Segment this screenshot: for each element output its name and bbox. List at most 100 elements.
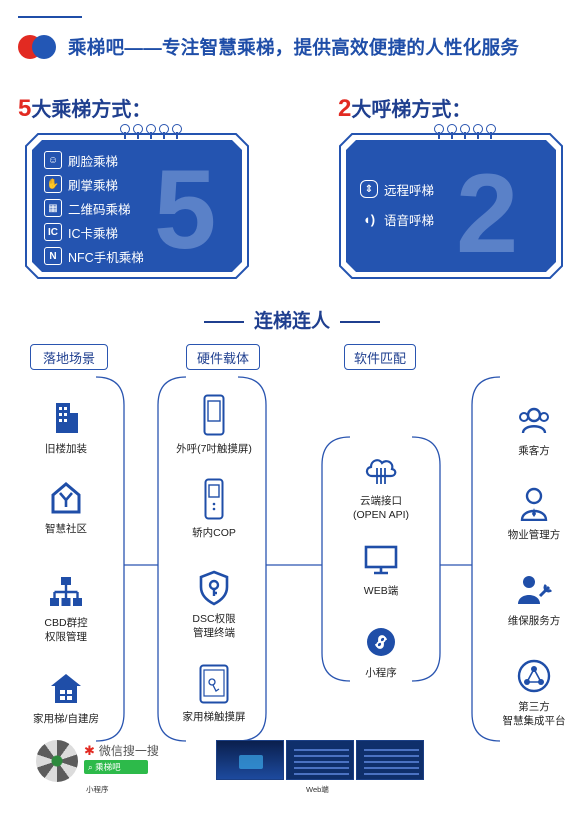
column-scenes-label: 落地场景 [30,344,108,370]
nfc-icon: N [44,247,62,265]
community-icon [49,478,83,518]
mini-program-icon [366,622,396,662]
user-label: 物业管理方 [507,529,561,541]
user-passenger: 乘客方 [478,400,584,458]
web-screenshot-2 [286,740,354,780]
ride-item-face: ☺ 刷脸乘梯 [44,148,144,172]
touch-panel-icon [203,392,225,438]
scene-home-elevator: 家用梯/自建房 [10,668,122,726]
building-icon [50,398,82,438]
qr-code-icon: ▦ [44,199,62,217]
tablet-touch-icon [199,662,229,706]
wechat-search-title: ✱微信搜一搜 [84,742,159,759]
hardware-label: 轿内COP [192,527,236,539]
ride-item-label: IC卡乘梯 [68,226,119,241]
hardware-label: 家用梯触摸屏 [182,711,246,723]
sw-mini-program: 小程序 [325,622,437,680]
ride-big-number: 5 [154,147,217,272]
scene-cbd: CBD群控 权限管理 [10,572,122,644]
car-panel-icon [204,476,224,522]
mini-program-caption: 小程序 [86,785,109,794]
headline: 乘梯吧——专注智慧乘梯，提供高效便捷的人性化服务 [68,37,520,58]
connect-title-text: 连梯连人 [253,311,330,332]
call-methods-list: ⇕ 远程呼梯 ◖) 语音呼梯 [360,174,434,234]
software-label: WEB端 [363,585,399,597]
mini-program-qr-code[interactable] [36,740,78,782]
search-icon: ⌕ [88,761,96,772]
user-label: 乘客方 [518,445,550,457]
hardware-label: 外呼(7吋触摸屏) [176,443,252,455]
monitor-icon [364,540,398,580]
face-scan-icon: ☺ [44,151,62,169]
ride-item-qr: ▦ 二维码乘梯 [44,196,144,220]
ride-item-label: 二维码乘梯 [68,202,131,217]
scene-label: 旧楼加装 [45,443,87,455]
manager-icon [519,484,549,524]
top-rule [18,16,82,18]
scene-label: CBD群控 权限管理 [44,617,88,643]
connect-title: 连梯连人 [0,306,584,333]
brand-logo-icon [18,34,58,60]
user-label: 维保服务方 [507,615,561,627]
house-icon [49,668,83,708]
ride-item-label: 刷掌乘梯 [68,178,119,193]
ic-card-icon: IC [44,223,62,241]
call-methods-board: 2 ⇕ 远程呼梯 ◖) 语音呼梯 [338,124,564,280]
user-property: 物业管理方 [478,484,584,542]
maintenance-worker-icon [516,570,552,610]
ride-item-ic: IC IC卡乘梯 [44,220,144,244]
column-hardware-label: 硬件载体 [186,344,260,370]
wechat-search-label: 微信搜一搜 [98,744,159,758]
header: 乘梯吧——专注智慧乘梯，提供高效便捷的人性化服务 [18,32,578,62]
hw-dsc-terminal: DSC权限 管理终端 [158,568,270,640]
connection-lines [95,376,501,742]
sw-web: WEB端 [325,540,437,598]
ride-item-label: 刷脸乘梯 [68,154,119,169]
software-label: 云端接口 (OPEN API) [352,495,409,521]
user-third-party: 第三方 智慧集成平台 [478,656,584,728]
shield-key-icon [198,568,230,608]
ride-methods-board: 5 ☺ 刷脸乘梯 ✋刷掌乘梯 ▦ 二维码乘梯 IC IC卡乘梯 N NFC手机乘梯 [24,124,250,280]
scene-smart-community: 智慧社区 [10,478,122,536]
web-screenshot-1 [216,740,284,780]
ride-methods-title: 5大乘梯方式： [18,93,151,123]
wechat-search-value: 乘梯吧 [95,762,121,772]
scene-label: 智慧社区 [45,523,87,535]
call-methods-count: 2 [338,95,352,122]
hw-car-cop: 轿内COP [158,476,270,540]
call-item-remote: ⇕ 远程呼梯 [360,174,434,204]
cloud-api-icon [363,450,399,490]
call-methods-title: 2大呼梯方式： [338,93,471,123]
sw-cloud-api: 云端接口 (OPEN API) [325,450,437,522]
ride-item-label: NFC手机乘梯 [68,250,144,265]
wechat-search-box[interactable]: ⌕ 乘梯吧 [84,760,148,774]
call-methods-title-text: 大呼梯方式： [351,99,472,121]
wechat-search-star-icon: ✱ [84,742,95,758]
ride-board-rings [120,124,182,139]
integration-nodes-icon [517,656,551,696]
ride-methods-list: ☺ 刷脸乘梯 ✋刷掌乘梯 ▦ 二维码乘梯 IC IC卡乘梯 N NFC手机乘梯 [44,148,144,268]
call-item-label: 远程呼梯 [384,183,435,198]
hw-home-touch-screen: 家用梯触摸屏 [158,662,270,724]
network-hierarchy-icon [49,572,83,612]
ride-item-nfc: N NFC手机乘梯 [44,244,144,268]
software-label: 小程序 [365,667,397,679]
user-label: 第三方 智慧集成平台 [502,701,566,727]
hardware-label: DSC权限 管理终端 [192,613,236,639]
user-maintenance: 维保服务方 [478,570,584,628]
ride-methods-count: 5 [18,95,32,122]
web-screenshot-3 [356,740,424,780]
ride-item-palm: ✋刷掌乘梯 [44,172,144,196]
users-group-icon [517,400,551,440]
call-board-rings [434,124,496,139]
web-caption: Web端 [306,785,329,794]
call-item-label: 语音呼梯 [384,213,435,228]
call-big-number: 2 [456,151,519,276]
hw-hall-call-screen: 外呼(7吋触摸屏) [158,392,270,456]
voice-icon: ◖) [362,211,376,227]
ride-methods-title-text: 大乘梯方式： [31,99,152,121]
column-software-label: 软件匹配 [344,344,416,370]
remote-call-icon: ⇕ [360,180,378,198]
scene-old-building: 旧楼加装 [10,398,122,456]
call-item-voice: ◖) 语音呼梯 [360,204,434,234]
